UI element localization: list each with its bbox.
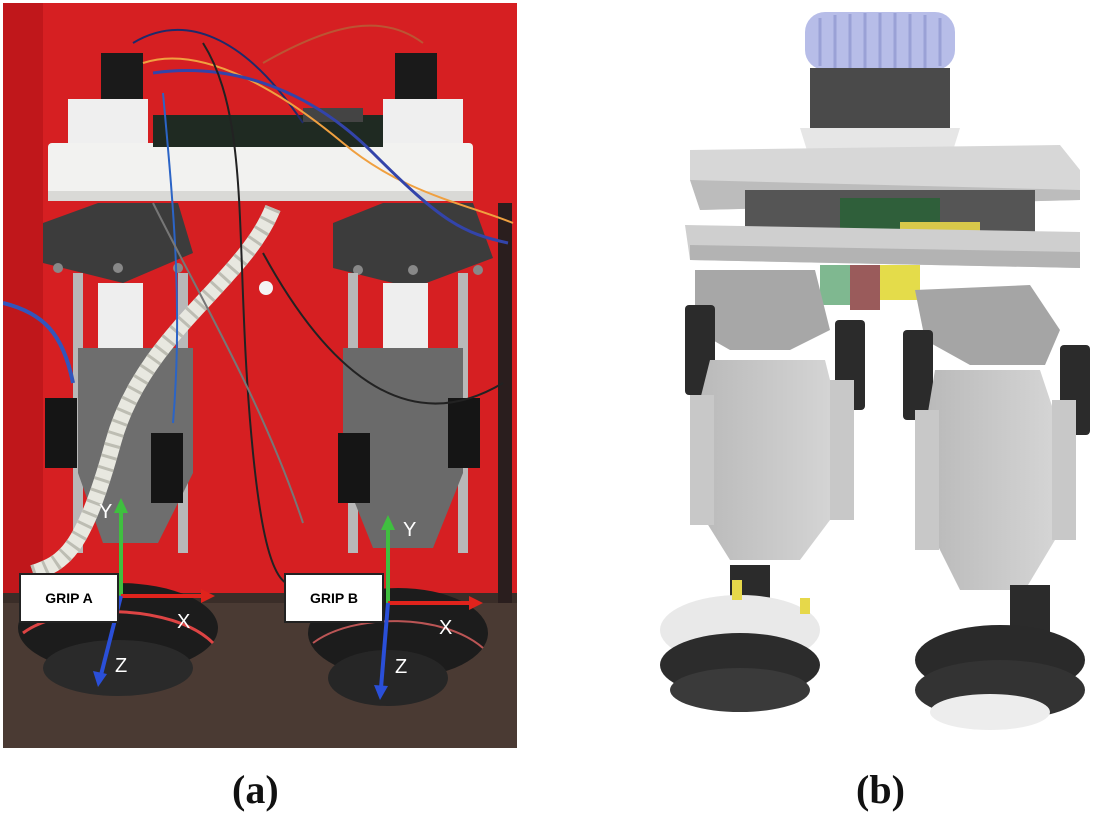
axis-a-x-label: X xyxy=(177,611,191,633)
axis-b-y-label: Y xyxy=(403,519,417,541)
axis-b-z-label: Z xyxy=(395,656,408,678)
axis-b-x-label: X xyxy=(439,617,453,639)
grip-b-label: GRIP B xyxy=(284,573,384,623)
robot-cad-drawing xyxy=(660,12,1090,730)
robot-cad-render xyxy=(640,0,1105,750)
axis-a-y-label: Y xyxy=(99,501,113,523)
robot-photo-drawing xyxy=(2,3,517,748)
grip-a-label: GRIP A xyxy=(19,573,119,623)
caption-a: (a) xyxy=(232,767,279,812)
robot-photo: GRIP A GRIP B Y X Z Y X Z xyxy=(2,3,517,748)
caption-b: (b) xyxy=(856,767,905,812)
axis-a-z-label: Z xyxy=(115,655,128,677)
